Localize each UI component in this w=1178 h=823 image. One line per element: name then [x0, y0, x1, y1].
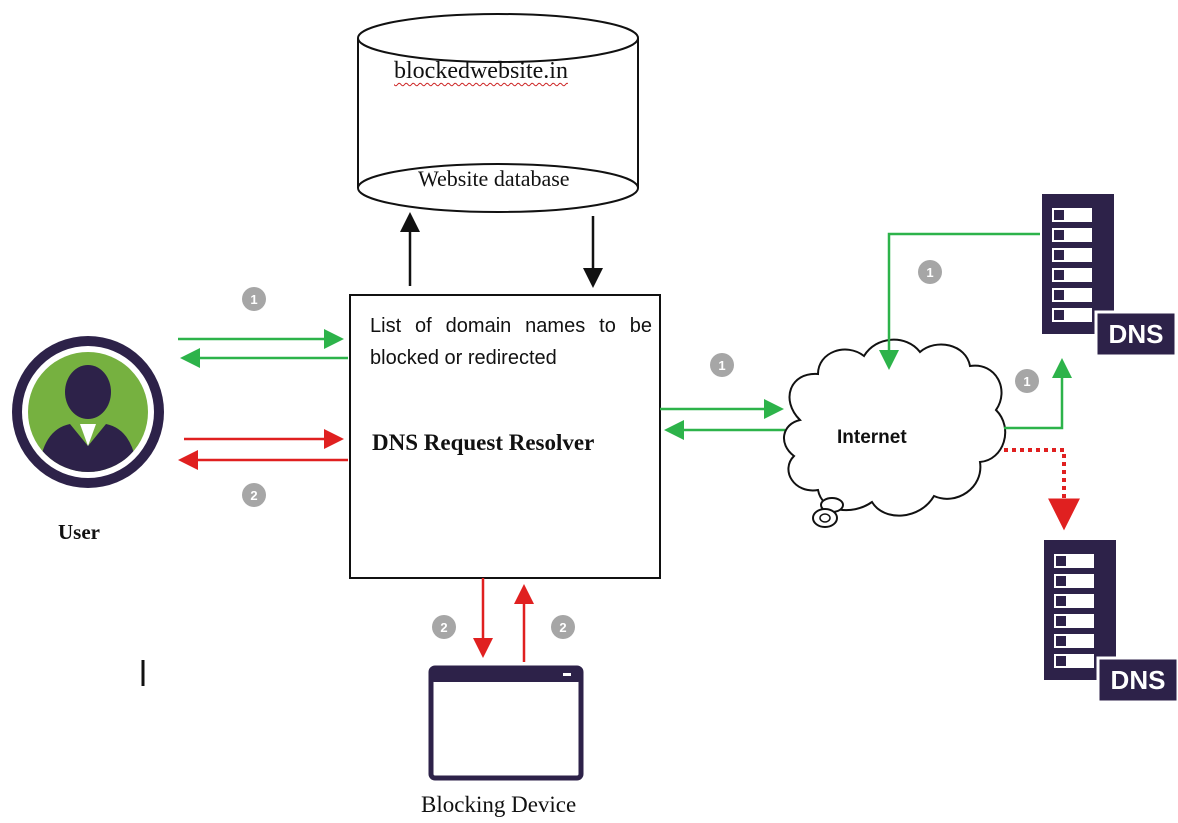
user-avatar-icon — [12, 336, 164, 488]
svg-text:1: 1 — [718, 358, 725, 373]
svg-text:1: 1 — [926, 265, 933, 280]
svg-text:1: 1 — [1023, 374, 1030, 389]
step-badge-user-red: 2 — [242, 483, 266, 507]
dns-server-top-icon: DNS — [1042, 194, 1178, 358]
website-database-cylinder — [357, 13, 639, 213]
svg-text:2: 2 — [559, 620, 566, 635]
step-badge-device-up: 2 — [551, 615, 575, 639]
arrow-internet-to-dns-bottom — [1004, 448, 1080, 531]
step-badge-user-green: 1 — [242, 287, 266, 311]
dns-resolver-box — [349, 294, 661, 579]
arrow-internet-to-dns-top — [1004, 358, 1072, 430]
dns-label-bottom: DNS — [1111, 665, 1166, 695]
blocking-device-label: Blocking Device — [421, 792, 577, 817]
svg-text:2: 2 — [250, 488, 257, 503]
arrow-dns-top-to-internet — [879, 232, 1040, 370]
dns-label-top: DNS — [1109, 319, 1164, 349]
resolver-title: DNS Request Resolver — [372, 430, 595, 455]
database-label: Website database — [418, 166, 570, 191]
step-badge-dns-query: 1 — [1015, 369, 1039, 393]
internet-label: Internet — [837, 427, 907, 448]
database-entry-label: blockedwebsite.in — [394, 58, 568, 84]
step-badge-dns-return: 1 — [918, 260, 942, 284]
blocking-device-window-icon — [428, 665, 584, 781]
svg-text:1: 1 — [250, 292, 257, 307]
dns-server-bottom-icon: DNS — [1044, 540, 1178, 704]
svg-text:2: 2 — [440, 620, 447, 635]
resolver-list-text: List of domain names to be blocked or re… — [370, 315, 652, 369]
internet-cloud-icon — [783, 338, 1007, 528]
step-badge-device-down: 2 — [432, 615, 456, 639]
step-badge-resolver-internet: 1 — [710, 353, 734, 377]
user-label: User — [58, 520, 100, 544]
